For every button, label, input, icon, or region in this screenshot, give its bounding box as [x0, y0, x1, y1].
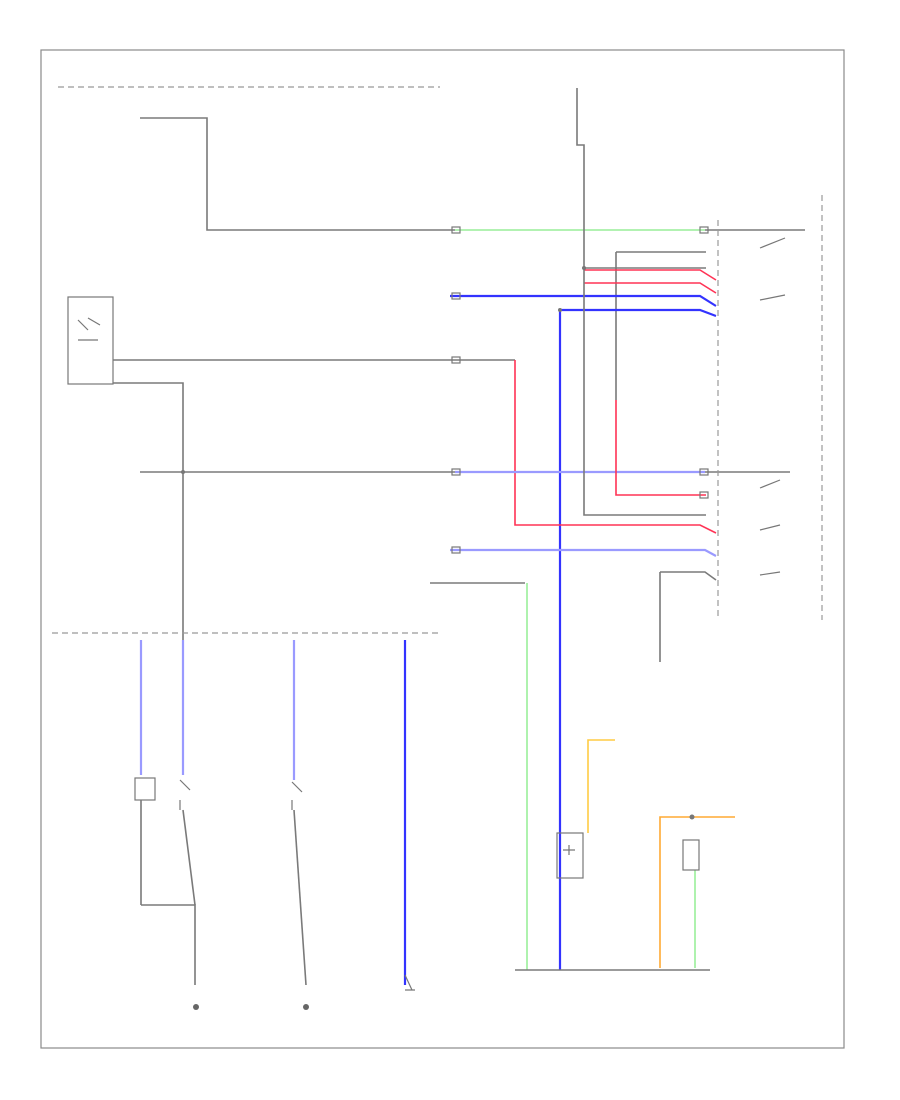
coolant-sensor	[682, 839, 700, 871]
wire-yellow-up	[587, 739, 615, 833]
wire-red-top-1	[584, 269, 717, 281]
wire-red-relay	[514, 360, 717, 534]
wire-black-right-feed	[576, 88, 706, 269]
fuse-icon	[563, 845, 575, 855]
wire-black-c2-down	[182, 809, 196, 906]
wire-red-top-2	[584, 282, 717, 294]
junction-dot-1	[181, 470, 185, 474]
diagram-frame	[40, 49, 845, 1049]
wire-lblue-low	[450, 548, 717, 557]
wire-blue-top-1	[450, 294, 717, 307]
wire-black-relay-down	[113, 382, 184, 640]
wire-black-right-bottom	[660, 571, 717, 581]
relay-icon	[77, 317, 101, 341]
main-relay	[67, 296, 114, 385]
wire-red-right-loop	[615, 400, 706, 496]
sensor-switch-3	[291, 781, 303, 810]
wire-black-c3-down	[293, 809, 307, 986]
junction-dot-2	[582, 266, 586, 270]
wire-black-c1-join	[141, 904, 196, 985]
lower-relay	[556, 832, 584, 879]
ground-icon-2	[303, 1004, 309, 1010]
wire-blue-top-3	[560, 308, 717, 318]
switch-icon	[759, 237, 786, 576]
temp-sensor-icon	[404, 974, 415, 991]
sensor-switch-2	[179, 779, 191, 810]
junction-dot-3	[558, 308, 562, 312]
sensor-component-1	[134, 777, 156, 801]
connector-icon	[451, 226, 709, 554]
wire-black-top	[140, 117, 455, 231]
wire-black-right-low	[583, 268, 706, 516]
wire-orange-right	[659, 816, 735, 968]
junction-dot	[689, 814, 695, 820]
ground-icon	[193, 1004, 199, 1010]
